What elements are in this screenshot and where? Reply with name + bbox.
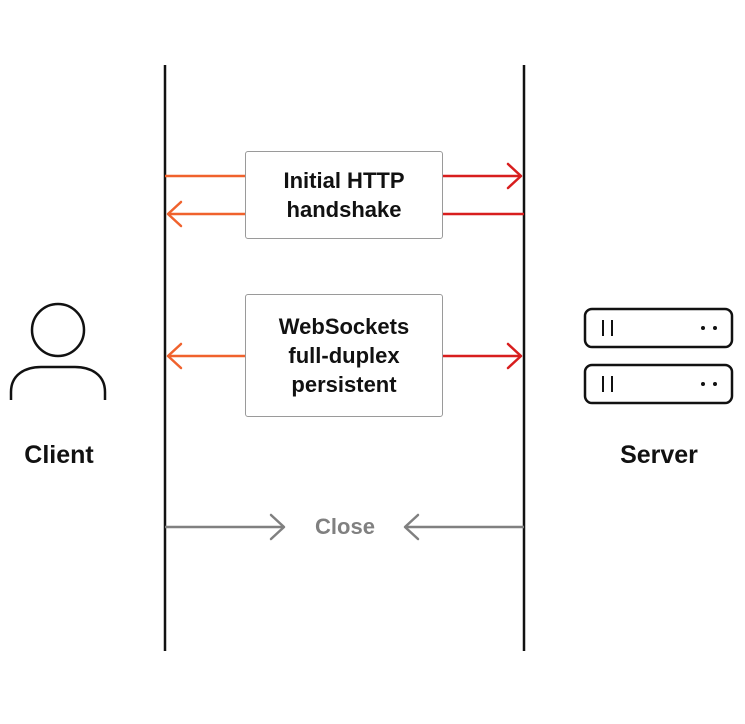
websockets-label-line3: persistent xyxy=(291,372,397,397)
handshake-box: Initial HTTP handshake xyxy=(245,151,443,239)
client-label: Client xyxy=(24,441,94,469)
handshake-label-line2: handshake xyxy=(286,197,402,222)
person-icon xyxy=(9,302,107,400)
handshake-request-arrow xyxy=(165,162,523,190)
websockets-label-line1: WebSockets xyxy=(278,314,410,339)
handshake-response-arrow xyxy=(166,200,524,228)
server-icon xyxy=(583,307,734,405)
close-server-arrow xyxy=(403,513,524,541)
handshake-label-line1: Initial HTTP xyxy=(283,168,405,193)
close-client-arrow xyxy=(165,513,286,541)
websockets-label-line2: full-duplex xyxy=(288,343,400,368)
websockets-bidirectional-arrow xyxy=(166,342,523,370)
websockets-box: WebSockets full-duplex persistent xyxy=(245,294,443,417)
close-label: Close xyxy=(315,514,375,539)
server-label: Server xyxy=(620,441,698,469)
